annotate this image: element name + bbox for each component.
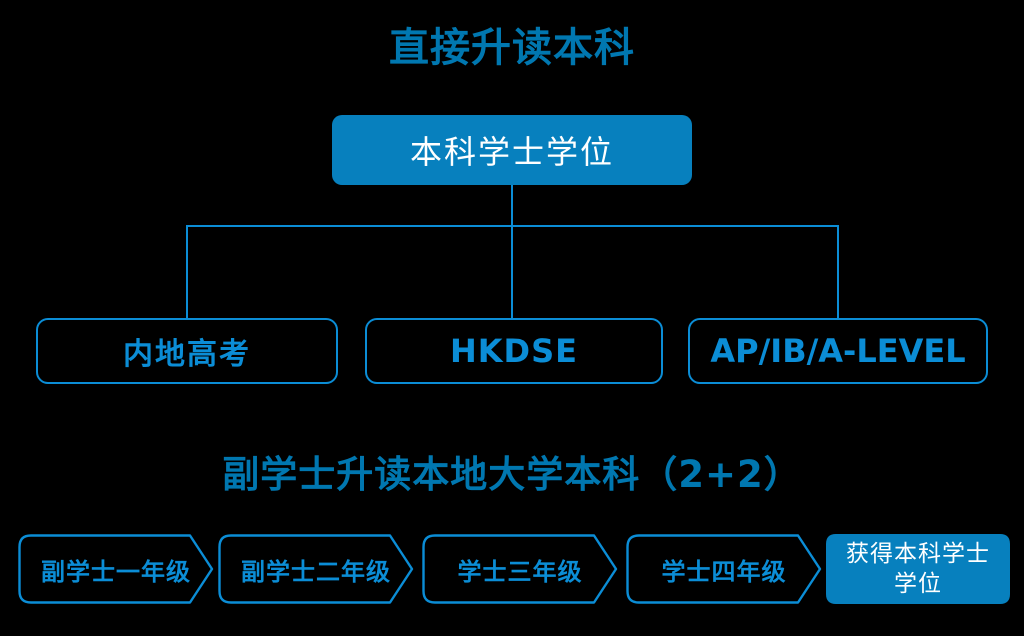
chevron-step-associate-year1: 副学士一年级 xyxy=(18,534,214,604)
chevron-shape-icon xyxy=(626,534,822,604)
chevron-shape-icon xyxy=(18,534,214,604)
chevron-step-label: 学士四年级 xyxy=(661,557,787,586)
pathway-chevron-row: 副学士一年级 副学士二年级 学士三年级 学士四年级 获得本科学 xyxy=(0,534,1024,604)
node-pathway-international: AP/IB/A-LEVEL xyxy=(688,318,988,384)
chevron-step-label: 副学士二年级 xyxy=(241,557,391,586)
connector-stem-vertical xyxy=(511,185,513,227)
section-title-direct-entry: 直接升读本科 xyxy=(389,25,635,71)
node-pathway-hkdse: HKDSE xyxy=(365,318,663,384)
chevron-step-label: 学士三年级 xyxy=(457,557,583,586)
chevron-step-bachelor-year3: 学士三年级 xyxy=(422,534,618,604)
chevron-step-label-line1: 获得本科学士 xyxy=(846,541,990,567)
connector-drop-middle xyxy=(511,225,513,318)
chevron-shape-icon xyxy=(218,534,414,604)
node-bachelor-degree: 本科学士学位 xyxy=(332,115,692,185)
node-pathway-gaokao: 内地高考 xyxy=(36,318,338,384)
chevron-step-label-line2: 学位 xyxy=(894,571,942,597)
chevron-shape-icon xyxy=(422,534,618,604)
chevron-step-bachelor-year4: 学士四年级 xyxy=(626,534,822,604)
chevron-shape-icon xyxy=(826,534,1010,604)
chevron-step-label-multiline: 获得本科学士 学位 xyxy=(842,539,994,599)
connector-drop-right xyxy=(837,225,839,318)
chevron-step-label: 副学士一年级 xyxy=(41,557,191,586)
section-title-associate-degree: 副学士升读本地大学本科（2+2） xyxy=(222,453,802,496)
chevron-step-associate-year2: 副学士二年级 xyxy=(218,534,414,604)
chevron-step-degree-awarded: 获得本科学士 学位 xyxy=(826,534,1010,604)
connector-drop-left xyxy=(186,225,188,318)
